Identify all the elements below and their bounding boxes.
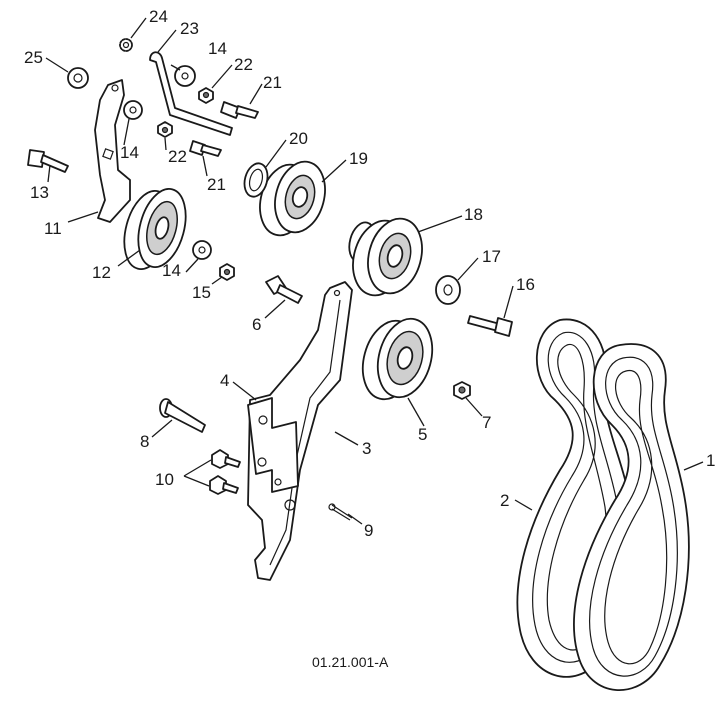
- callout-labels: 1 2 3 4 5 6 7 8 9 10 11 12 13 14 14 14 1…: [24, 7, 715, 540]
- callout-13: 13: [30, 183, 49, 202]
- plate-4: [247, 397, 299, 493]
- callout-15: 15: [192, 283, 211, 302]
- callout-14-mid: 14: [120, 143, 139, 162]
- pulley-19: [259, 160, 326, 237]
- callout-8: 8: [140, 432, 149, 451]
- callout-2: 2: [500, 491, 509, 510]
- bolt-21-top: [220, 101, 259, 119]
- callout-11: 11: [44, 219, 62, 238]
- washer-17: [435, 275, 461, 305]
- callout-14-top: 14: [208, 39, 227, 58]
- callout-20: 20: [289, 129, 308, 148]
- pulley-12: [123, 188, 187, 270]
- callout-6: 6: [252, 315, 261, 334]
- spacer-20: [243, 162, 269, 198]
- callout-5: 5: [418, 425, 427, 444]
- callout-1: 1: [706, 451, 715, 470]
- arm-11: [94, 79, 131, 223]
- washer-14-top: [174, 65, 196, 87]
- leader-lines: [45, 17, 704, 525]
- washer-14-mid: [123, 100, 143, 120]
- callout-25: 25: [24, 48, 43, 67]
- callout-24: 24: [149, 7, 168, 26]
- callout-4: 4: [220, 371, 229, 390]
- pulley-18: [348, 217, 423, 297]
- nut-22-mid: [157, 121, 173, 138]
- callout-17: 17: [482, 247, 501, 266]
- bolt-21-mid: [189, 140, 222, 157]
- diagram-reference-code: 01.21.001-A: [312, 654, 389, 670]
- bolt-16: [467, 315, 513, 337]
- callout-23: 23: [180, 19, 199, 38]
- rod-23: [149, 51, 233, 136]
- washer-14-low: [192, 240, 212, 260]
- screws-10: [209, 449, 241, 495]
- belt-1: [573, 343, 690, 691]
- callout-3: 3: [362, 439, 371, 458]
- nut-15: [219, 263, 235, 281]
- bolt-6: [265, 275, 303, 304]
- callout-21-top: 21: [263, 73, 282, 92]
- cotter-pin-9: [328, 503, 353, 521]
- bracket-3: [247, 281, 353, 581]
- washer-25: [67, 67, 89, 89]
- callout-21-mid: 21: [207, 175, 226, 194]
- callout-10: 10: [155, 470, 174, 489]
- pulley-5: [361, 317, 434, 401]
- callout-14-low: 14: [162, 261, 181, 280]
- callout-7: 7: [482, 413, 491, 432]
- bolt-8: [159, 398, 206, 433]
- bolt-13: [27, 149, 69, 173]
- callout-19: 19: [349, 149, 368, 168]
- nut-22-top: [198, 87, 214, 104]
- nut-7: [453, 381, 471, 400]
- callout-9: 9: [364, 521, 373, 540]
- callout-22-mid: 22: [168, 147, 187, 166]
- callout-18: 18: [464, 205, 483, 224]
- callout-16: 16: [516, 275, 535, 294]
- callout-22-top: 22: [234, 55, 253, 74]
- callout-12: 12: [92, 263, 111, 282]
- star-washer-24: [119, 38, 133, 52]
